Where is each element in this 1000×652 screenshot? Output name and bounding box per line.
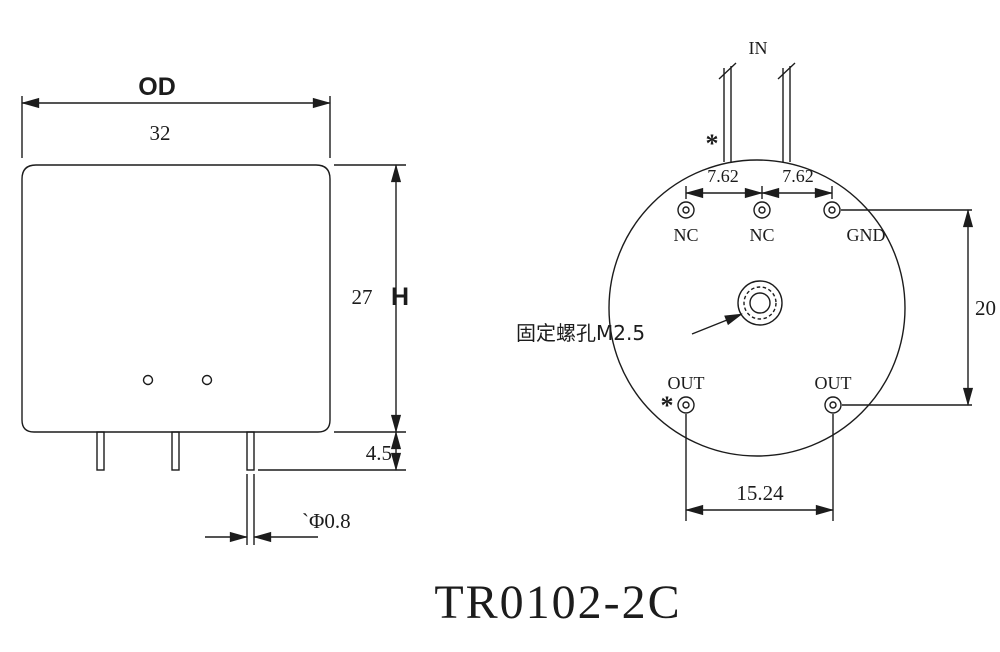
dim-pitch-left-value: 7.62 <box>707 166 739 186</box>
polarity-mark-top: * <box>706 129 719 158</box>
in-lead-label: IN <box>749 38 768 58</box>
polarity-mark-bottom: * <box>661 391 674 420</box>
dim-pin-diameter <box>205 474 318 545</box>
in-lead-wires <box>718 62 796 162</box>
dim-height-value: 27 <box>352 285 373 309</box>
dim-height-label: H <box>391 283 409 311</box>
mounting-screw-hole <box>737 280 783 326</box>
dim-out-pitch-value: 15.24 <box>736 481 784 505</box>
case-outline <box>608 159 906 457</box>
dim-pin-pitch <box>685 186 833 199</box>
pin-label-nc1: NC <box>673 225 698 245</box>
pin-label-out2: OUT <box>815 373 852 393</box>
side-view <box>21 96 406 545</box>
dim-row-spacing-value: 20 <box>975 296 996 320</box>
pin-view <box>608 62 974 521</box>
pin-out1 <box>677 396 695 414</box>
pin-label-nc2: NC <box>749 225 774 245</box>
dim-pin-diameter-value: `Φ0.8 <box>302 509 351 533</box>
pin-row-bottom <box>677 396 972 414</box>
transformer-body-outline <box>21 164 331 433</box>
pin-3 <box>246 431 255 471</box>
dim-width <box>21 96 331 158</box>
screw-hole-note: 固定螺孔M2.5 <box>516 321 645 345</box>
dim-pin-length-value: 4.5 <box>366 441 392 465</box>
pin-row-top <box>677 201 972 219</box>
body-hole-right <box>201 374 213 386</box>
dim-width-value: 32 <box>150 121 171 145</box>
pin-nc1 <box>677 201 695 219</box>
dim-width-label: OD <box>138 73 176 101</box>
dim-pitch-right-value: 7.62 <box>782 166 814 186</box>
pin-2 <box>171 431 180 471</box>
screw-note-leader <box>691 313 743 335</box>
pin-label-out1: OUT <box>668 373 705 393</box>
body-hole-left <box>142 374 154 386</box>
part-number-title: TR0102-2C <box>434 576 681 629</box>
pin-nc2 <box>753 201 771 219</box>
dim-pin-length <box>258 431 406 471</box>
dim-out-pitch <box>685 414 834 521</box>
pin-1 <box>96 431 105 471</box>
pin-label-gnd: GND <box>847 225 886 245</box>
pin-gnd <box>823 201 841 219</box>
pin-out2 <box>824 396 842 414</box>
